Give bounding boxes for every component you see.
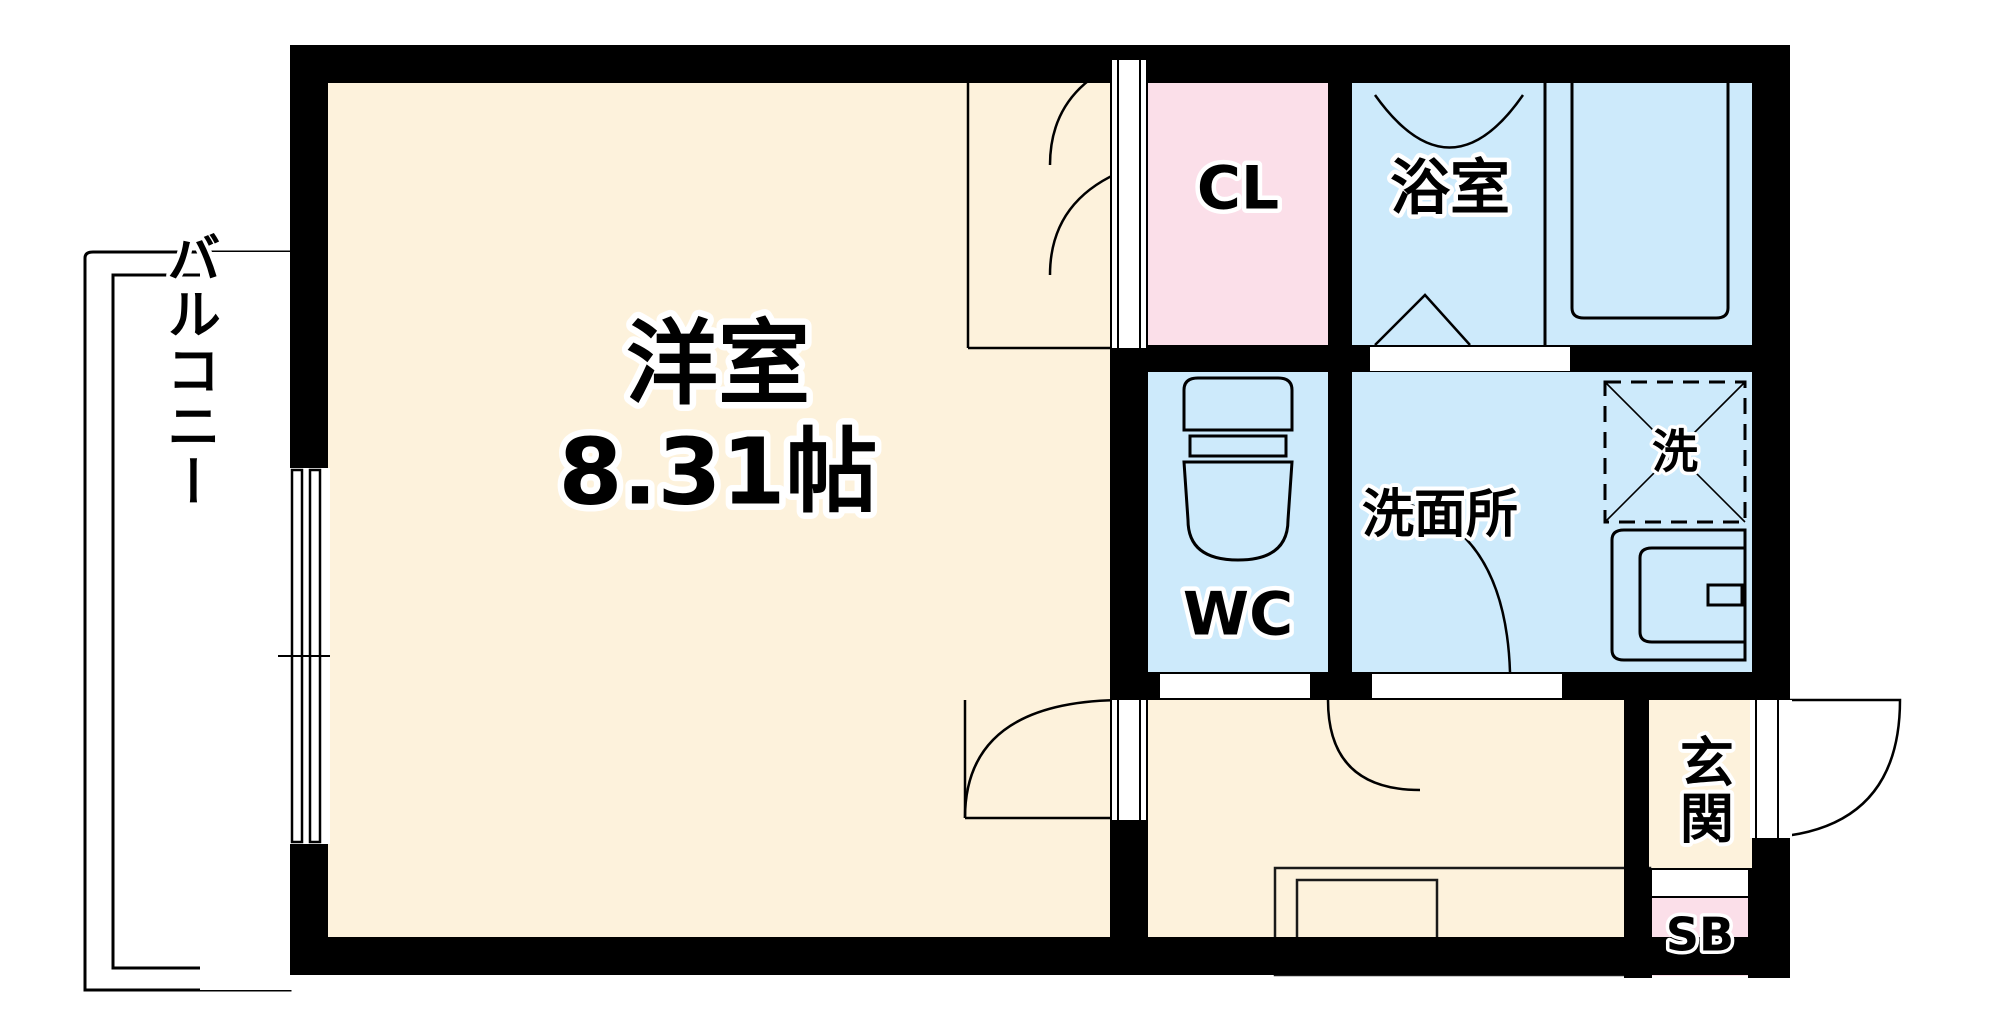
shoebox-label: SB [1666, 908, 1734, 962]
washroom-door-arc [1389, 498, 1512, 673]
toilet-seat-bar [1188, 434, 1288, 458]
wall-left-upper [290, 45, 328, 470]
wc-door-opening [1160, 674, 1310, 698]
vanity-counter [1610, 528, 1747, 662]
vanity-sink-fixture [1610, 528, 1747, 662]
washer-label: 洗 [1652, 425, 1698, 479]
balcony-area [83, 250, 292, 992]
wall-right-upper [1752, 45, 1790, 720]
bathroom-floor [1352, 45, 1752, 345]
entrance-label: 玄関 [1670, 734, 1733, 846]
toilet-fixture [1182, 376, 1294, 562]
wall-top [290, 45, 1752, 83]
wall-room-hall [1110, 345, 1148, 975]
floor-drain-mark [1374, 293, 1471, 346]
toilet-tank [1182, 376, 1294, 432]
main-room-area-label: 8.31帖 [559, 418, 878, 525]
wall-bottom [290, 937, 1752, 975]
room-hall-door-swing [963, 698, 1126, 820]
wall-closet-bath [1328, 45, 1352, 345]
bathroom-label: 浴室 [1390, 154, 1510, 224]
wall-left-lower [290, 840, 328, 975]
closet-label: CL [1197, 154, 1279, 224]
wall-entrance-left [1624, 700, 1648, 875]
closet-door-arc-lower [1048, 168, 1126, 276]
room-door-arc [963, 698, 1126, 819]
washer-dashed-box [1603, 380, 1747, 524]
wall-sb-right [1748, 868, 1790, 978]
washroom-door-opening [1372, 674, 1562, 698]
wc-door-arc [1326, 699, 1421, 792]
vanity-basin [1638, 546, 1747, 644]
toilet-floor [1148, 372, 1328, 672]
shoebox-opening [1652, 870, 1748, 896]
wall-wc-washroom [1328, 372, 1352, 672]
door-openings-group [278, 60, 1792, 896]
closet-floor [1148, 45, 1328, 345]
main-room-floor [290, 45, 1125, 975]
wall-sb-left [1624, 868, 1652, 978]
wc-door-swing [1326, 699, 1421, 792]
vanity-faucet [1706, 583, 1744, 607]
toilet-label: WC [1183, 580, 1293, 650]
balcony-label: バルコニー [157, 230, 220, 510]
washing-machine-slot [1603, 380, 1747, 524]
washer-x-line-2 [1604, 381, 1746, 523]
balcony-floor [200, 252, 292, 990]
washroom-label: 洗面所 [1362, 485, 1518, 545]
bathroom-door-opening [1370, 347, 1570, 371]
toilet-bowl [1182, 460, 1294, 562]
main-room-label: 洋室 [626, 310, 810, 417]
entrance-floor [1648, 700, 1752, 875]
shower-arc [1373, 94, 1525, 149]
washroom-door-swing [1389, 498, 1512, 673]
